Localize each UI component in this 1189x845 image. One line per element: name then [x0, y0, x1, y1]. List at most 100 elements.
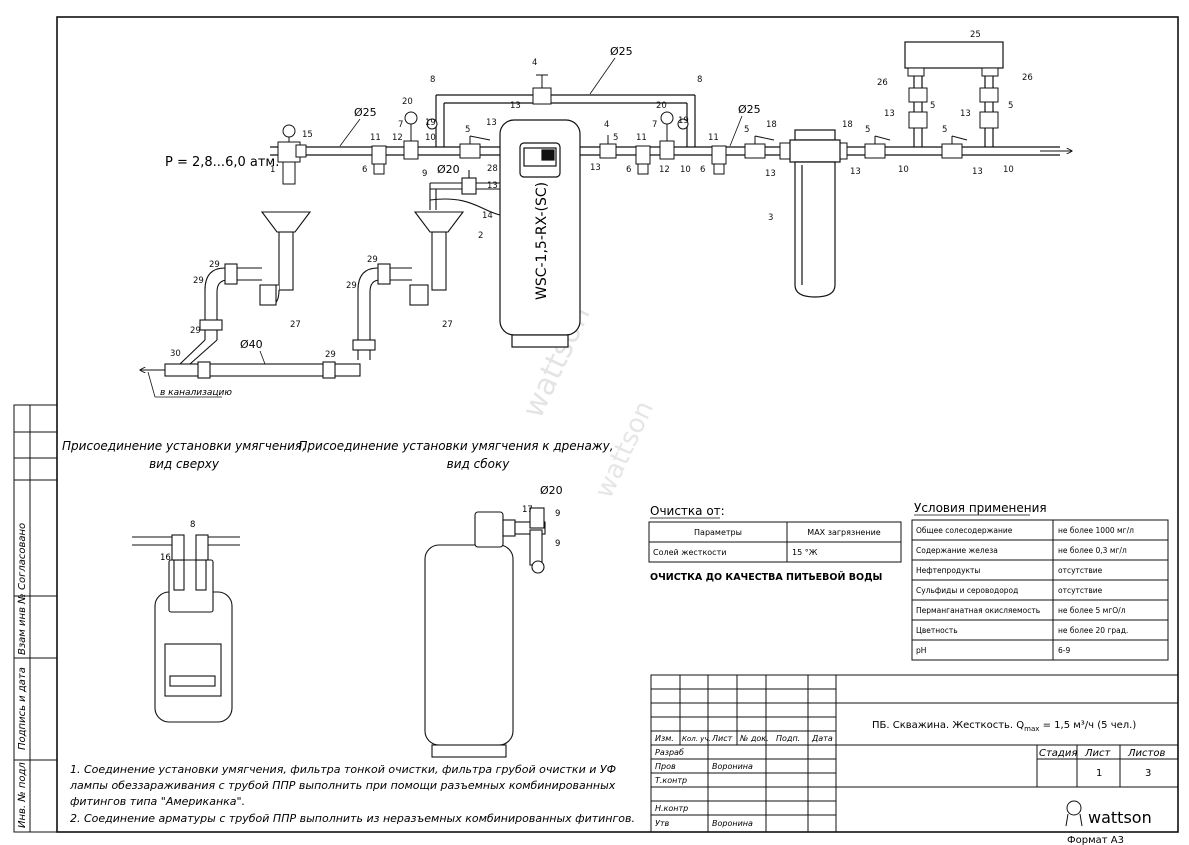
- callout-14: 14: [482, 211, 493, 221]
- note-line-2: лампы обеззараживания с трубой ППР выпол…: [69, 779, 616, 792]
- callout-10b: 10: [680, 165, 691, 175]
- callout-13g: 13: [884, 109, 895, 119]
- tb-header-podp: Подп.: [776, 734, 800, 743]
- note-line-1: 1. Соединение установки умягчения, фильт…: [70, 763, 616, 776]
- callout-29a: 29: [193, 276, 204, 286]
- conditions-row-1-value: не более 1000 мг/л: [1058, 526, 1134, 535]
- tb-header-doc: № док.: [739, 734, 769, 743]
- callout-29b: 29: [209, 260, 220, 270]
- tb-sheet-label: Лист: [1084, 748, 1112, 759]
- conditions-row-5-label: Перманганатная окисляемость: [916, 606, 1040, 615]
- callout-29d: 29: [367, 255, 378, 265]
- callout-8a: 8: [430, 75, 435, 85]
- callout-5b: 5: [613, 133, 618, 143]
- softener-model: WSC-1,5-RX-(SC): [534, 182, 550, 300]
- pipe-size-drain: Ø40: [240, 338, 263, 351]
- callout-1: 1: [270, 165, 275, 175]
- side-view-sketch: [424, 507, 546, 758]
- callout-30: 30: [170, 349, 181, 359]
- callout-6a: 6: [362, 165, 367, 175]
- cleaning-header-max: MAX загрязнение: [807, 528, 880, 537]
- tb-header-date: Дата: [811, 734, 833, 743]
- callout-13a: 13: [486, 118, 497, 128]
- callout-29e: 29: [346, 281, 357, 291]
- top-view-sketch: [132, 534, 240, 723]
- conditions-row-3-label: Нефтепродукты: [916, 566, 980, 575]
- caption-side-view-1: Присоединение установки умягчения к дрен…: [298, 439, 613, 453]
- callout-10c: 10: [898, 165, 909, 175]
- callout-7b: 7: [652, 120, 657, 130]
- caption-side-view-2: вид сбоку: [447, 457, 511, 471]
- pipe-size-bypass: Ø25: [610, 45, 633, 58]
- callout-10a: 10: [425, 133, 436, 143]
- side-stamp: [13, 404, 58, 833]
- callout-15: 15: [302, 130, 313, 140]
- tb-header-list: Лист: [711, 734, 733, 743]
- caption-top-view-2: вид сверху: [149, 457, 220, 471]
- conditions-table: [911, 519, 1169, 661]
- callout-8b: 8: [697, 75, 702, 85]
- callout-13b: 13: [510, 101, 521, 111]
- conditions-row-7-label: pH: [916, 646, 926, 655]
- tb-header-kol: Кол. уч.: [682, 735, 711, 743]
- tb-role-tkontr: Т.контр: [655, 776, 687, 785]
- conditions-row-6-value: не более 20 град.: [1058, 626, 1128, 635]
- cleaning-row-param: Солей жесткости: [653, 548, 726, 557]
- pressure-label: P = 2,8...6,0 атм.: [165, 155, 279, 170]
- tb-sheets-label: Листов: [1127, 748, 1165, 759]
- callout-19b: 19: [678, 116, 689, 126]
- note-line-3: фитингов типа "Американка".: [70, 795, 245, 808]
- callout-28: 28: [487, 164, 498, 174]
- callout-13f: 13: [850, 167, 861, 177]
- tb-sheets-count: 3: [1145, 768, 1151, 779]
- sewer-label: в канализацию: [160, 388, 232, 398]
- callout-13c: 13: [487, 181, 498, 191]
- notes: 1. Соединение установки умягчения, фильт…: [69, 763, 635, 825]
- callout-26b: 26: [1022, 73, 1033, 83]
- callout-9a: 9: [422, 169, 427, 179]
- valves: [277, 74, 999, 185]
- callout-17: 17: [522, 505, 533, 515]
- tb-name-prov: Воронина: [712, 762, 753, 771]
- callout-11a: 11: [370, 133, 381, 143]
- callout-5f: 5: [1008, 101, 1013, 111]
- callout-4b: 4: [604, 120, 609, 130]
- conditions-rows: Общее солесодержание не более 1000 мг/л …: [916, 526, 1134, 655]
- conditions-row-4-label: Сульфиды и сероводород: [916, 586, 1018, 595]
- conditions-row-1-label: Общее солесодержание: [916, 526, 1013, 535]
- callout-2: 2: [478, 231, 483, 241]
- title-block-headers: Изм. Кол. уч. Лист № док. Подп. Дата Раз…: [655, 734, 833, 828]
- drain-assembly: [164, 211, 465, 379]
- conditions-row-5-value: не более 5 мгО/л: [1058, 606, 1126, 615]
- coarse-filter: [789, 129, 841, 298]
- tb-role-razrab: Разраб: [655, 748, 684, 757]
- callout-29f: 29: [325, 350, 336, 360]
- callout-20b: 20: [656, 101, 667, 111]
- callout-19a: 19: [425, 118, 436, 128]
- pipe-size-after: Ø25: [738, 103, 761, 116]
- callout-12a: 12: [392, 133, 403, 143]
- wattson-logo: wattson: [1065, 800, 1152, 827]
- pipe-size-drain-small: Ø20: [437, 163, 460, 176]
- cleaning-quality: ОЧИСТКА ДО КАЧЕСТВА ПИТЬЕВОЙ ВОДЫ: [650, 571, 882, 583]
- stamp-inv-original: Инв. № подл: [17, 762, 28, 828]
- callout-6b: 6: [626, 165, 631, 175]
- cleaning-header-param: Параметры: [694, 528, 742, 537]
- callout-16: 16: [160, 553, 171, 563]
- callout-13d: 13: [590, 163, 601, 173]
- softener-drain-line: [429, 170, 501, 216]
- conditions-row-7-value: 6-9: [1058, 646, 1070, 655]
- callout-5a: 5: [465, 125, 470, 135]
- stamp-signature-date: Подпись и дата: [17, 667, 28, 750]
- stamp-agreed: Согласовано: [17, 523, 28, 590]
- callout-5d: 5: [865, 125, 870, 135]
- callout-4a: 4: [532, 58, 537, 68]
- callouts: 1 15 11 6 20 7 19 12 10 8 5 13 4 13 8 9 …: [170, 30, 1033, 360]
- callout-11b: 11: [636, 133, 647, 143]
- cleaning-row-value: 15 °Ж: [792, 548, 818, 557]
- callout-7a: 7: [398, 120, 403, 130]
- pipe-size-main: Ø25: [354, 106, 377, 119]
- title-block: [650, 674, 1179, 833]
- stamp-replace-inv: Взам инв №: [17, 593, 28, 655]
